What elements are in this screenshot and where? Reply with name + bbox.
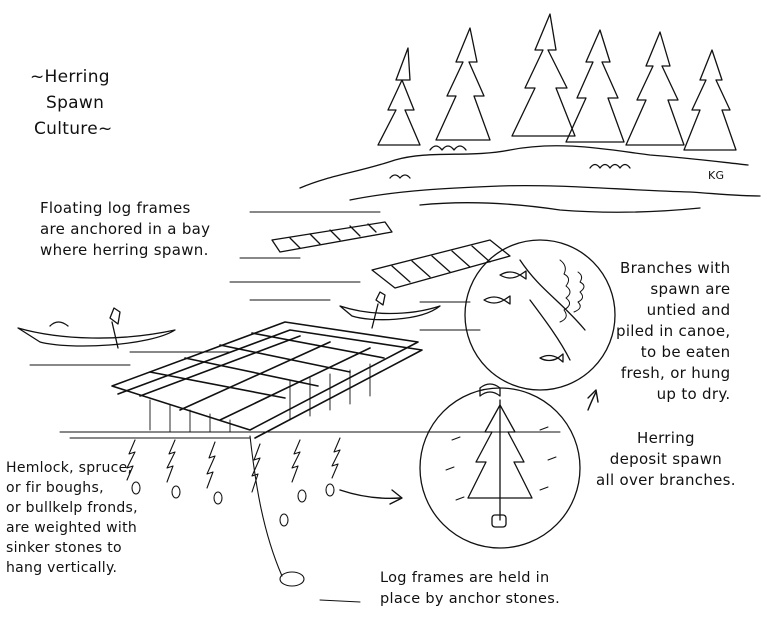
caption-line: deposit spawn bbox=[609, 450, 723, 468]
caption-line: to be eaten bbox=[640, 343, 731, 361]
log-frame-distant bbox=[371, 239, 511, 289]
detail-circle-spawning bbox=[419, 383, 581, 549]
title-line: Spawn bbox=[46, 93, 105, 113]
caption-line: or fir boughs, bbox=[6, 480, 104, 496]
caption-line: are anchored in a bay bbox=[40, 220, 211, 238]
caption-line: Log frames are held in bbox=[380, 570, 550, 586]
caption-line: piled in canoe, bbox=[616, 322, 731, 340]
tree-icon bbox=[511, 13, 576, 137]
stone-icon bbox=[325, 483, 335, 497]
tree-icon bbox=[435, 27, 491, 141]
caption-line: fresh, or hung bbox=[620, 364, 731, 382]
arrow-icon bbox=[587, 389, 599, 411]
caption-line: place by anchor stones. bbox=[380, 591, 560, 607]
tree-icon bbox=[683, 49, 737, 151]
fish-icon bbox=[539, 353, 564, 363]
forest-hills bbox=[299, 13, 761, 213]
caption-line: Branches with bbox=[620, 259, 731, 277]
caption-branches-with-spawn: Branches with spawn are untied and piled… bbox=[612, 258, 730, 405]
tree-icon bbox=[565, 29, 625, 143]
caption-line: are weighted with bbox=[6, 520, 138, 536]
hanging-boughs bbox=[126, 435, 341, 587]
stone-icon bbox=[131, 481, 141, 495]
page-title: ~Herring Spawn Culture~ bbox=[30, 64, 113, 142]
canoe-icon bbox=[339, 291, 441, 329]
caption-line: up to dry. bbox=[656, 385, 731, 403]
caption-anchor-stones: Log frames are held in place by anchor s… bbox=[380, 568, 560, 610]
stone-icon bbox=[171, 485, 181, 499]
log-frame-main bbox=[111, 321, 423, 439]
caption-line: untied and bbox=[646, 301, 731, 319]
caption-line: Herring bbox=[637, 429, 695, 447]
caption-line: Hemlock, spruce, bbox=[6, 460, 133, 476]
caption-line: spawn are bbox=[650, 280, 731, 298]
canoe-icon bbox=[17, 307, 176, 349]
fish-icon bbox=[483, 295, 511, 305]
stone-icon bbox=[279, 513, 289, 527]
stone-icon bbox=[491, 514, 507, 528]
caption-hemlock-boughs: Hemlock, spruce, or fir boughs, or bullk… bbox=[6, 458, 138, 578]
tree-icon bbox=[377, 47, 421, 146]
caption-line: or bullkelp fronds, bbox=[6, 500, 138, 516]
caption-line: hang vertically. bbox=[6, 560, 118, 576]
arrow-icon bbox=[339, 489, 403, 505]
tree-icon bbox=[625, 31, 685, 146]
log-frame-distant bbox=[271, 221, 393, 253]
caption-line: sinker stones to bbox=[6, 540, 122, 556]
artist-signature: KG bbox=[708, 169, 725, 182]
stone-icon bbox=[213, 491, 223, 505]
caption-line: all over branches. bbox=[596, 471, 736, 489]
title-line: ~Herring bbox=[30, 67, 110, 87]
detail-circle-branches bbox=[464, 239, 616, 391]
tree-icon bbox=[467, 404, 533, 499]
stone-icon bbox=[297, 489, 307, 503]
stone-icon bbox=[279, 571, 305, 587]
bay-water bbox=[29, 211, 561, 603]
caption-line: where herring spawn. bbox=[40, 241, 209, 259]
caption-herring-deposit: Herring deposit spawn all over branches. bbox=[596, 428, 736, 491]
fish-icon bbox=[499, 270, 527, 280]
title-line: Culture~ bbox=[34, 119, 113, 139]
caption-line: Floating log frames bbox=[40, 199, 191, 217]
caption-floating-log-frames: Floating log frames are anchored in a ba… bbox=[40, 198, 210, 261]
